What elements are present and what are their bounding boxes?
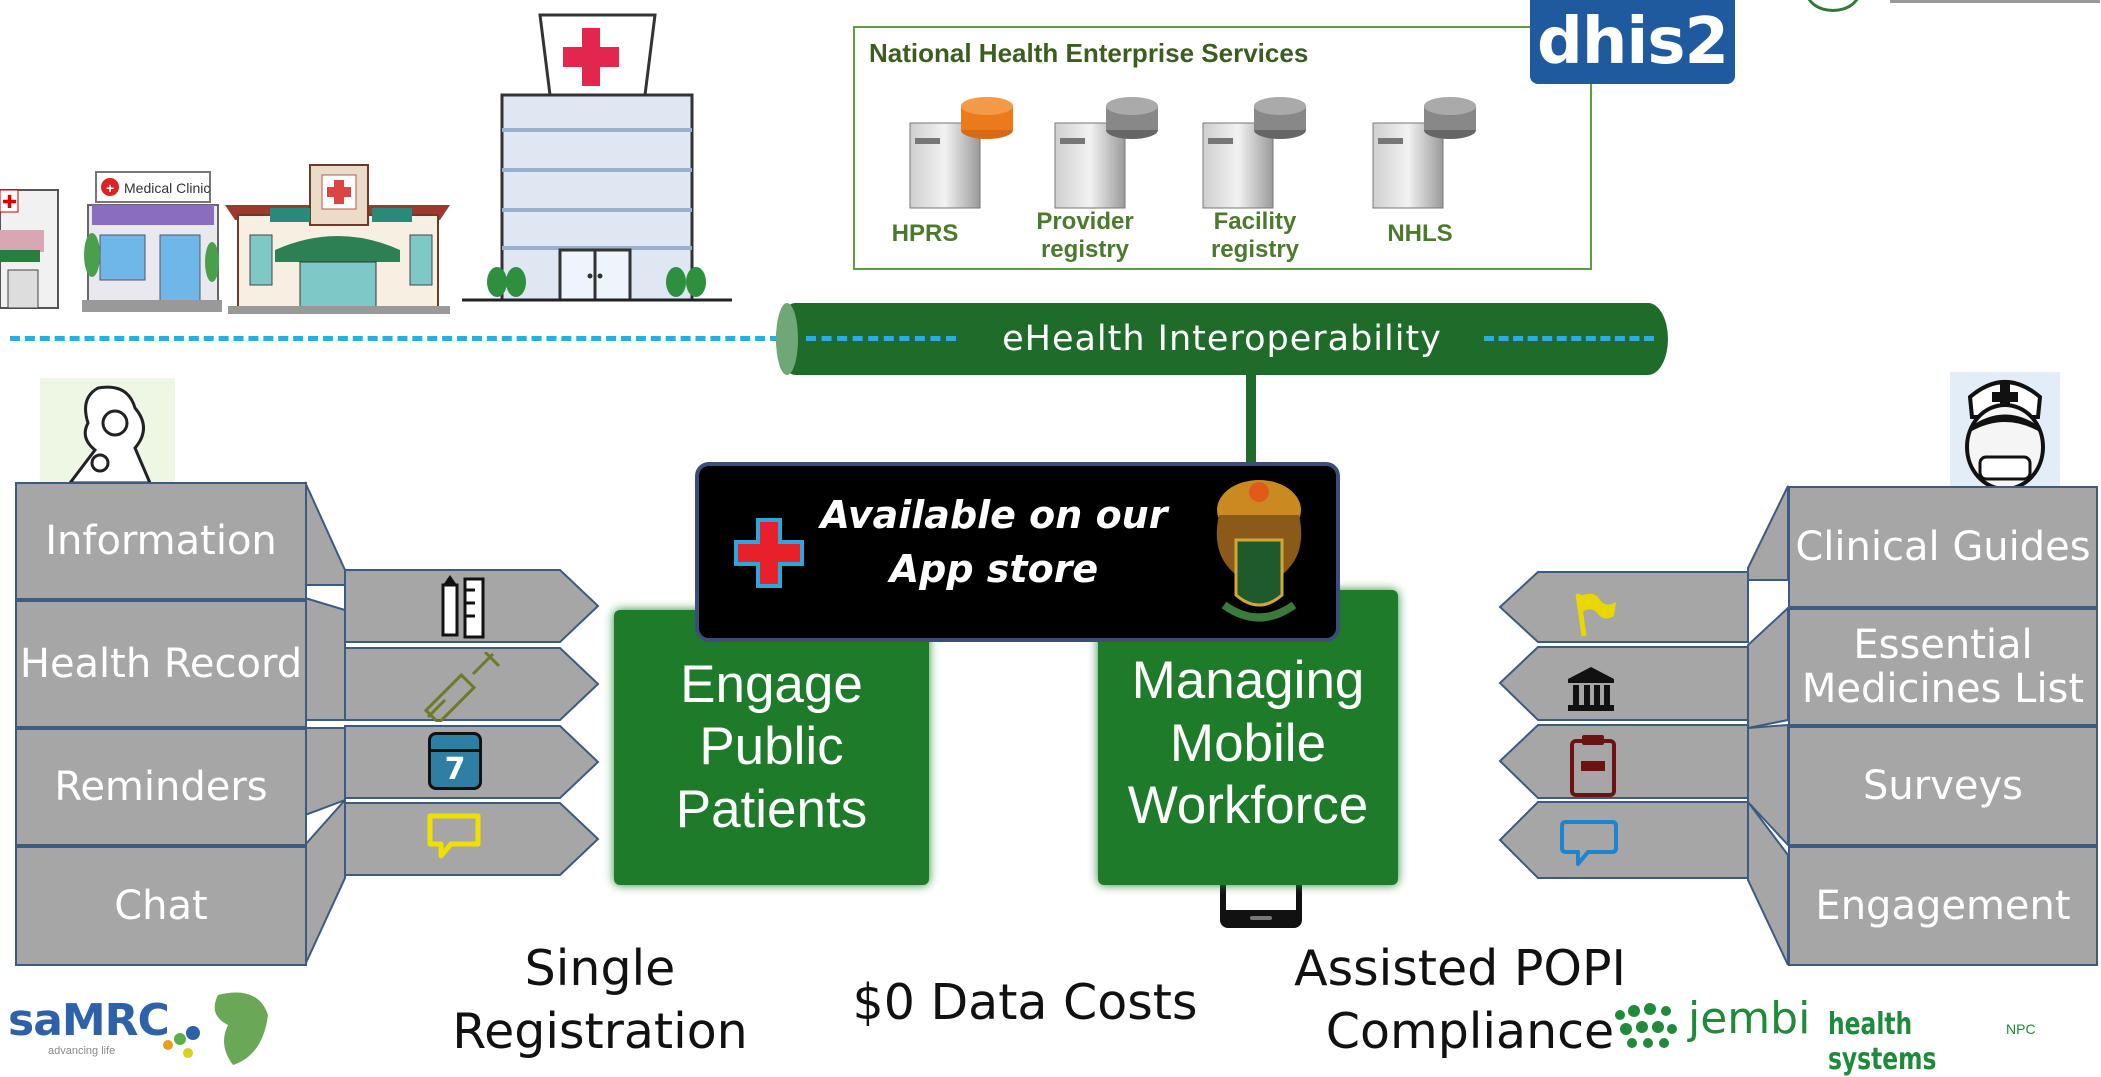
left-arrow-4 xyxy=(344,802,600,876)
right-menu-connectors xyxy=(1498,485,1789,966)
nurse-icon xyxy=(1965,380,2045,491)
coat-of-arms-logo-partial xyxy=(1805,0,1861,12)
pencil-ruler-icon xyxy=(441,575,485,639)
dhis2-logo: dhis2 xyxy=(1530,0,1735,84)
right-arrow-1 xyxy=(1498,571,1749,643)
clipboard-icon xyxy=(1570,735,1616,797)
dhis2-logo-text: dhis2 xyxy=(1537,5,1729,79)
coat-of-arms-icon xyxy=(1216,480,1302,622)
popi-compliance-label: Assisted POPI Compliance xyxy=(1270,938,1650,1063)
right-arrow-3 xyxy=(1498,724,1749,799)
menu-item-reminders[interactable]: Reminders xyxy=(15,728,307,846)
calendar-icon: 7 xyxy=(428,732,482,790)
app-store-text: Available on our App store xyxy=(819,488,1169,596)
jembi-logo-text: jembi xyxy=(1688,993,1811,1044)
nurse-illustration xyxy=(1950,372,2060,491)
service-label-provider-registry: Provider registry xyxy=(1036,208,1134,263)
chat-bubble-icon xyxy=(1560,820,1618,866)
svg-text:+: + xyxy=(106,180,114,196)
facilities-illustration: ✚ + Medical Clinic xyxy=(0,13,732,314)
popi-line-2: Compliance xyxy=(1325,1002,1615,1060)
managing-line-1: Managing xyxy=(1131,651,1365,710)
menu-item-clinical-guides[interactable]: Clinical Guides xyxy=(1788,486,2098,608)
app-store-banner[interactable]: Available on our App store xyxy=(695,462,1340,642)
service-label-facility-registry: Facility registry xyxy=(1210,208,1300,263)
service-label-hprs: HPRS xyxy=(891,220,959,247)
engage-public-patients-box[interactable]: Engage Public Patients xyxy=(614,610,929,885)
jembi-npc: NPC xyxy=(2006,1021,2036,1037)
facility-server-icon xyxy=(1202,97,1306,209)
medical-clinic-icon: + Medical Clinic xyxy=(82,171,222,312)
red-cross-icon xyxy=(734,518,804,588)
services-title: National Health Enterprise Services xyxy=(869,38,1309,68)
menu-item-essential-medicines-list[interactable]: Essential Medicines List xyxy=(1788,608,2098,726)
syringe-icon xyxy=(423,652,501,722)
nhls-server-icon xyxy=(1372,97,1476,209)
service-label-nhls: NHLS xyxy=(1387,220,1453,247)
services-panel: National Health Enterprise Services xyxy=(853,26,1592,270)
managing-line-3: Workforce xyxy=(1127,776,1369,836)
data-costs-label: $0 Data Costs xyxy=(852,974,1198,1031)
menu-item-information[interactable]: Information xyxy=(15,482,307,600)
engage-line-2: Public xyxy=(699,717,844,777)
health-facilities: ✚ + Medical Clinic xyxy=(0,0,740,320)
right-arrow-2 xyxy=(1498,646,1749,721)
engage-line-1: Engage xyxy=(680,654,863,714)
samrc-logo: saMRC advancing life xyxy=(8,985,288,1070)
jembi-dots-icon xyxy=(1615,1003,1677,1048)
app-store-line-2: App store xyxy=(889,547,1099,591)
samrc-dots-icon xyxy=(163,992,268,1065)
connector-line xyxy=(1246,375,1256,465)
bus-dash-right xyxy=(1484,336,1654,341)
right-arrow-4 xyxy=(1498,801,1749,879)
clinic-sign: Medical Clinic xyxy=(124,180,210,196)
provider-server-icon xyxy=(1054,97,1158,209)
tall-hospital-icon xyxy=(462,13,732,302)
managing-line-2: Mobile xyxy=(1169,713,1327,773)
servers-illustration xyxy=(909,97,1476,209)
hprs-server-icon xyxy=(909,97,1013,209)
mother-child-icon xyxy=(66,385,153,485)
popi-line-1: Assisted POPI xyxy=(1294,940,1626,997)
bank-icon xyxy=(1568,667,1614,711)
menu-item-health-record[interactable]: Health Record xyxy=(15,600,307,728)
bus-label: eHealth Interoperability xyxy=(1002,319,1442,359)
single-registration-line-1: Single xyxy=(524,940,676,997)
top-right-logo-line xyxy=(1890,0,2100,3)
patient-illustration xyxy=(40,378,175,485)
calendar-day: 7 xyxy=(444,752,466,787)
bus-left-cap xyxy=(776,303,798,375)
menu-item-engagement[interactable]: Engagement xyxy=(1788,846,2098,966)
interoperability-bus: eHealth Interoperability xyxy=(776,303,1668,375)
engage-line-3: Patients xyxy=(675,779,868,839)
flag-icon xyxy=(1575,593,1616,637)
bus-dash-left xyxy=(806,336,956,341)
chat-bubble-icon xyxy=(427,813,481,859)
small-clinic-icon: ✚ xyxy=(0,189,59,309)
samrc-logo-tagline: advancing life xyxy=(48,1045,116,1057)
samrc-logo-text: saMRC xyxy=(8,995,170,1046)
dashed-network-line xyxy=(10,336,780,341)
single-registration-label: Single Registration xyxy=(430,938,770,1063)
menu-item-chat[interactable]: Chat xyxy=(15,846,307,966)
menu-item-surveys[interactable]: Surveys xyxy=(1788,726,2098,846)
jembi-subtitle: health systems xyxy=(1828,1007,1937,1077)
jembi-logo: jembi health systems NPC xyxy=(1610,993,2060,1077)
app-store-line-1: Available on our xyxy=(820,493,1168,537)
single-registration-line-2: Registration xyxy=(452,1002,748,1060)
svg-text:✚: ✚ xyxy=(2,192,17,213)
hospital-building-icon xyxy=(225,164,450,314)
